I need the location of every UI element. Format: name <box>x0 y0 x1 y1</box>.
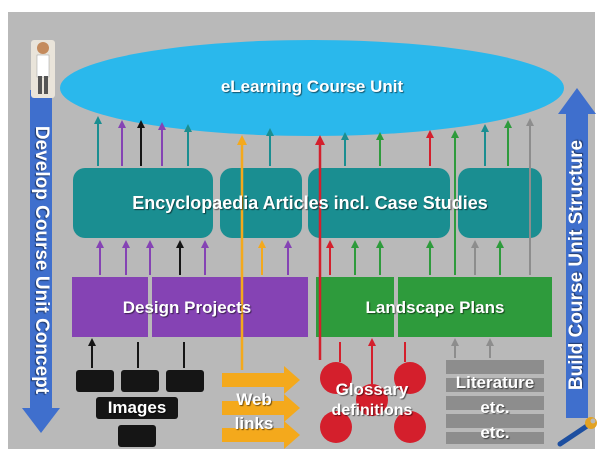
literature-line1: Literature <box>455 373 535 392</box>
glossary-circles <box>320 362 426 443</box>
course-unit-label: eLearning Course Unit <box>220 77 404 96</box>
right-axis-label: Build Course Unit Structure <box>566 139 587 391</box>
glossary-line2: definitions <box>331 402 413 419</box>
wrench-icon <box>557 417 597 447</box>
web-link-arrows <box>222 366 300 449</box>
glossary-line1: Glossary <box>335 380 409 399</box>
encyclopaedia-boxes <box>73 168 542 238</box>
design-projects-boxes <box>72 277 308 337</box>
landscape-plans-label: Landscape Plans <box>365 298 505 317</box>
long-lines <box>237 118 534 370</box>
web-links-line1: Web <box>236 390 272 409</box>
literature-bars <box>446 360 544 444</box>
left-axis-arrow <box>22 90 60 433</box>
right-axis-arrow <box>558 88 596 418</box>
literature-line2: etc. <box>480 398 510 417</box>
literature-line3: etc. <box>480 423 510 442</box>
design-projects-label: Design Projects <box>122 298 252 317</box>
landscape-plans-boxes <box>316 277 552 337</box>
left-axis-label: Develop Course Unit Concept <box>31 125 52 395</box>
mid-arrows <box>96 240 504 275</box>
encyclopaedia-label: Encyclopaedia Articles incl. Case Studie… <box>132 193 488 213</box>
images-label: Images <box>107 398 167 417</box>
image-blocks <box>76 370 204 447</box>
top-arrows <box>94 116 512 166</box>
course-unit-ellipse <box>60 40 564 136</box>
source-arrows <box>88 338 494 384</box>
person-figure-icon <box>31 40 55 98</box>
web-links-line2: links <box>234 414 274 433</box>
